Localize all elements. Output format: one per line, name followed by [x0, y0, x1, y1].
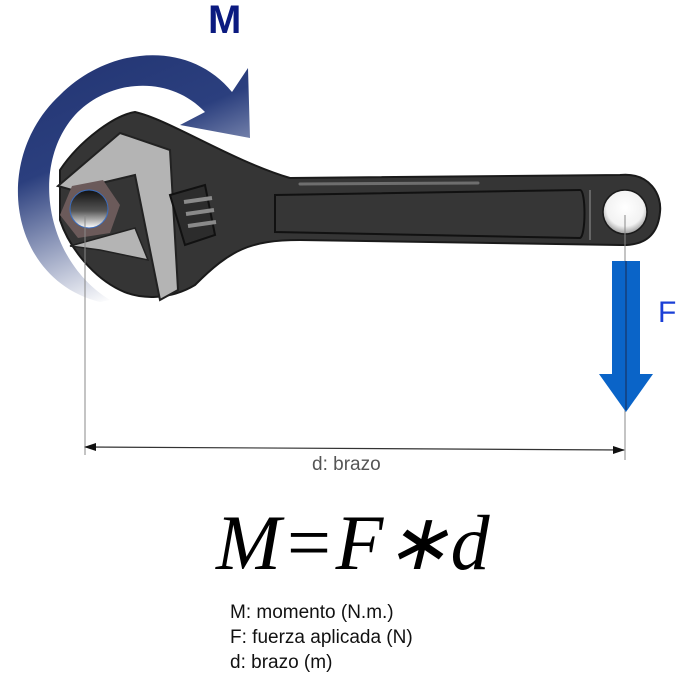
distance-label: d: brazo — [312, 454, 381, 475]
moment-label: M — [208, 0, 242, 42]
legend-item-distance: d: brazo (m) — [230, 652, 333, 673]
worm-gear-icon — [168, 183, 217, 247]
legend-item-force: F: fuerza aplicada (N) — [230, 627, 413, 648]
force-label: F — [658, 296, 677, 329]
dimension-arrow-icon — [84, 443, 625, 454]
force-arrow-icon — [599, 261, 653, 412]
nut-icon — [60, 180, 120, 238]
legend-item-moment: M: momento (N.m.) — [230, 602, 394, 623]
wrench-icon — [55, 110, 662, 302]
torque-formula: M=F∗d — [216, 499, 491, 586]
legend: M: momento (N.m.) F: fuerza aplicada (N)… — [230, 600, 413, 675]
